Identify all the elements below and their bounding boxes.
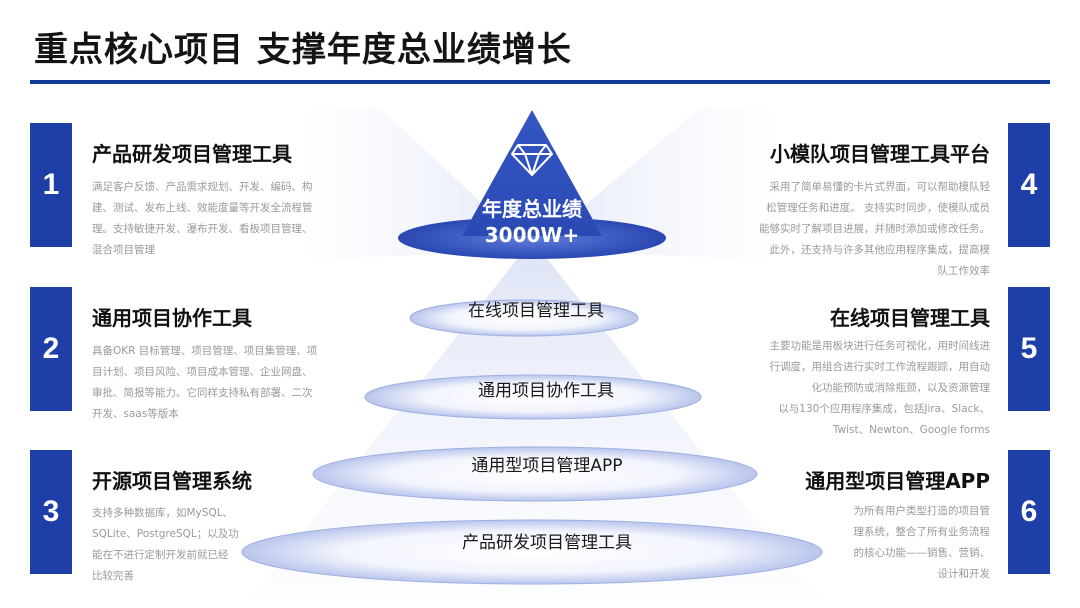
apex-label-line1: 年度总业绩 <box>482 197 582 221</box>
item-desc-4: 采用了简单易懂的卡片式界面，可以帮助模队轻 松管理任务和进度。 支持实时同步，使… <box>740 177 990 282</box>
item-desc-5-line: 化功能预防或消除瓶颈，以及资源管理 <box>811 382 991 394</box>
item-desc-2-line: 审批、简报等能力。它同样支持私有部署、二次 <box>92 387 313 399</box>
item-desc-2-line: 目计划、项目风险、项目成本管理、企业网盘、 <box>92 366 313 378</box>
page-title: 重点核心项目 支撑年度总业绩增长 <box>34 30 572 70</box>
item-desc-5-line: Twist、Newton、Google forms <box>832 424 990 436</box>
item-title-1: 产品研发项目管理工具 <box>92 142 292 166</box>
item-title-2: 通用项目协作工具 <box>92 306 252 330</box>
item-number-4: 4 <box>1008 123 1050 247</box>
item-desc-2-line: 具备OKR 目标管理、项目管理、项目集管理、项 <box>92 345 318 357</box>
title-underline <box>30 80 1050 84</box>
tier-label-4: 产品研发项目管理工具 <box>462 533 632 553</box>
item-title-4: 小模队项目管理工具平台 <box>770 142 990 166</box>
apex-ellipse <box>398 217 666 259</box>
item-title-3: 开源项目管理系统 <box>92 469 252 493</box>
pyramid-body <box>250 240 820 600</box>
item-desc-1-line: 理。支持敏捷开发、瀑布开发、看板项目管理、 <box>92 223 313 235</box>
diamond-icon <box>511 144 553 176</box>
item-desc-2-line: 开发、saas等版本 <box>92 408 179 420</box>
item-desc-2: 具备OKR 目标管理、项目管理、项目集管理、项 目计划、项目风险、项目成本管理、… <box>92 341 342 425</box>
item-desc-6-line: 设计和开发 <box>937 568 991 580</box>
tier-label-1: 在线项目管理工具 <box>468 301 604 321</box>
item-desc-4-line: 队工作效率 <box>937 265 991 277</box>
item-number-2: 2 <box>30 287 72 411</box>
item-desc-1-line: 建、测试、发布上线、效能度量等开发全流程管 <box>92 202 313 214</box>
apex-label: 年度总业绩 3000W+ <box>482 196 582 248</box>
item-desc-6-line: 为所有用户类型打造的项目管 <box>853 505 991 517</box>
tier-ellipse-2 <box>364 374 702 420</box>
item-desc-6-line: 理系统，整合了所有业务流程 <box>853 526 991 538</box>
item-desc-4-line: 能够实时了解项目进展，并随时添加或修改任务。 <box>759 223 990 235</box>
item-desc-6: 为所有用户类型打造的项目管 理系统，整合了所有业务流程 的核心功能——销售、营销… <box>820 501 991 585</box>
item-desc-4-line: 此外，还支持与许多其他应用程序集成，提高模 <box>769 244 991 256</box>
tier-ellipse-1 <box>409 299 639 337</box>
item-desc-3-line: 能在不进行定制开发前就已经 <box>92 549 229 561</box>
item-desc-5: 主要功能是用板块进行任务可视化，用时间线进 行调度，用组合进行实时工作流程跟踪，… <box>740 336 991 441</box>
item-desc-6-line: 的核心功能——销售、营销、 <box>853 547 991 559</box>
item-title-5: 在线项目管理工具 <box>830 306 990 330</box>
item-desc-4-line: 松管理任务和进度。 支持实时同步，使模队成员 <box>766 202 990 214</box>
item-number-1: 1 <box>30 123 72 247</box>
apex-label-line2: 3000W+ <box>484 223 580 247</box>
item-desc-4-line: 采用了简单易懂的卡片式界面，可以帮助模队轻 <box>769 181 991 193</box>
item-desc-5-line: 以与130个应用程序集成，包括Jira、Slack、 <box>778 403 990 415</box>
item-desc-3-line: 比较完善 <box>92 570 134 582</box>
item-number-6: 6 <box>1008 450 1050 574</box>
item-number-3: 3 <box>30 450 72 574</box>
item-desc-3: 支持多种数据库，如MySQL、 SQLite、PostgreSQL；以及功 能在… <box>92 503 262 587</box>
item-desc-1-line: 满足客户反馈、产品需求规划、开发、编码、构 <box>92 181 313 193</box>
item-title-6: 通用型项目管理APP <box>805 469 990 493</box>
item-desc-1-line: 混合项目管理 <box>92 244 155 256</box>
tier-ellipse-4 <box>241 519 823 585</box>
tier-ellipse-3 <box>312 446 758 502</box>
item-number-5: 5 <box>1008 287 1050 411</box>
item-desc-3-line: 支持多种数据库，如MySQL、 <box>92 507 234 519</box>
item-desc-3-line: SQLite、PostgreSQL；以及功 <box>92 528 239 540</box>
item-desc-5-line: 主要功能是用板块进行任务可视化，用时间线进 <box>769 340 991 352</box>
item-desc-1: 满足客户反馈、产品需求规划、开发、编码、构 建、测试、发布上线、效能度量等开发全… <box>92 177 342 261</box>
tier-label-3: 通用型项目管理APP <box>471 456 623 476</box>
tier-label-2: 通用项目协作工具 <box>478 381 614 401</box>
item-desc-5-line: 行调度，用组合进行实时工作流程跟踪，用自动 <box>769 361 991 373</box>
